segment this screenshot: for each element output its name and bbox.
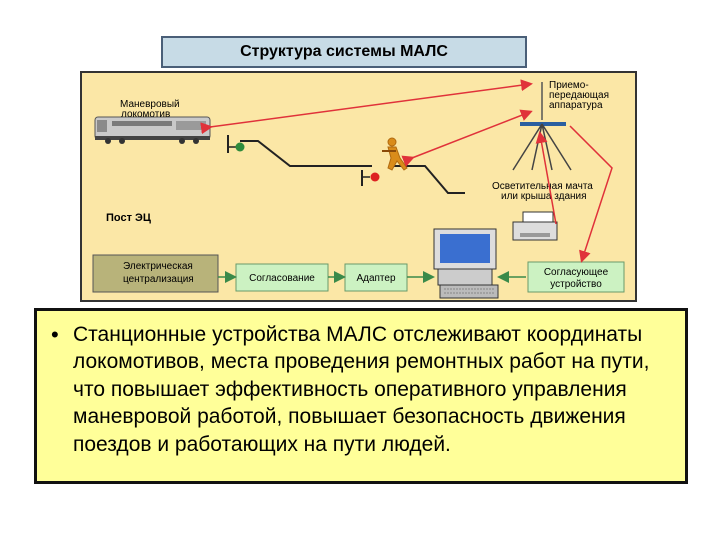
computer-icon (433, 228, 499, 299)
interlocking-block: Электрическая централизация (92, 254, 219, 293)
printer-icon (512, 211, 558, 241)
matching-block: Согласование (235, 263, 329, 292)
mast-label-line2: или крыша здания (501, 191, 587, 202)
description-box: • Станционные устройства МАЛС отслеживаю… (34, 308, 688, 484)
loco-label-line1: Маневровый (120, 99, 180, 110)
red-signal-icon (361, 170, 380, 186)
bullet-marker: • (51, 322, 59, 347)
matching-label: Согласование (249, 273, 315, 284)
matching-device-label-line2: устройство (550, 279, 602, 290)
locomotive-icon (94, 116, 211, 144)
loco-label-line2: локомотив (121, 109, 170, 120)
interlocking-label-line1: Электрическая (123, 261, 193, 272)
radio-links (200, 79, 613, 263)
adapter-block: Адаптер (344, 263, 408, 292)
bullet-item: • Станционные устройства МАЛС отслеживаю… (51, 321, 673, 458)
matching-device-block: Согласующее устройство (527, 261, 625, 293)
diagram-title: Структура системы МАЛС (161, 36, 527, 68)
mast-label-line1: Осветительная мачта (492, 181, 593, 192)
description-paragraph: Станционные устройства МАЛС отслеживают … (73, 323, 650, 456)
adapter-label: Адаптер (356, 273, 396, 284)
matching-device-label-line1: Согласующее (544, 267, 609, 278)
transceiver-label-line2: передающая (549, 90, 609, 101)
transceiver-label-line1: Приемо- (549, 80, 589, 91)
green-signal-icon (227, 135, 245, 153)
interlocking-label-line2: централизация (123, 274, 194, 285)
transceiver-label-line3: аппаратура (549, 100, 603, 111)
post-label: Пост ЭЦ (106, 212, 151, 224)
